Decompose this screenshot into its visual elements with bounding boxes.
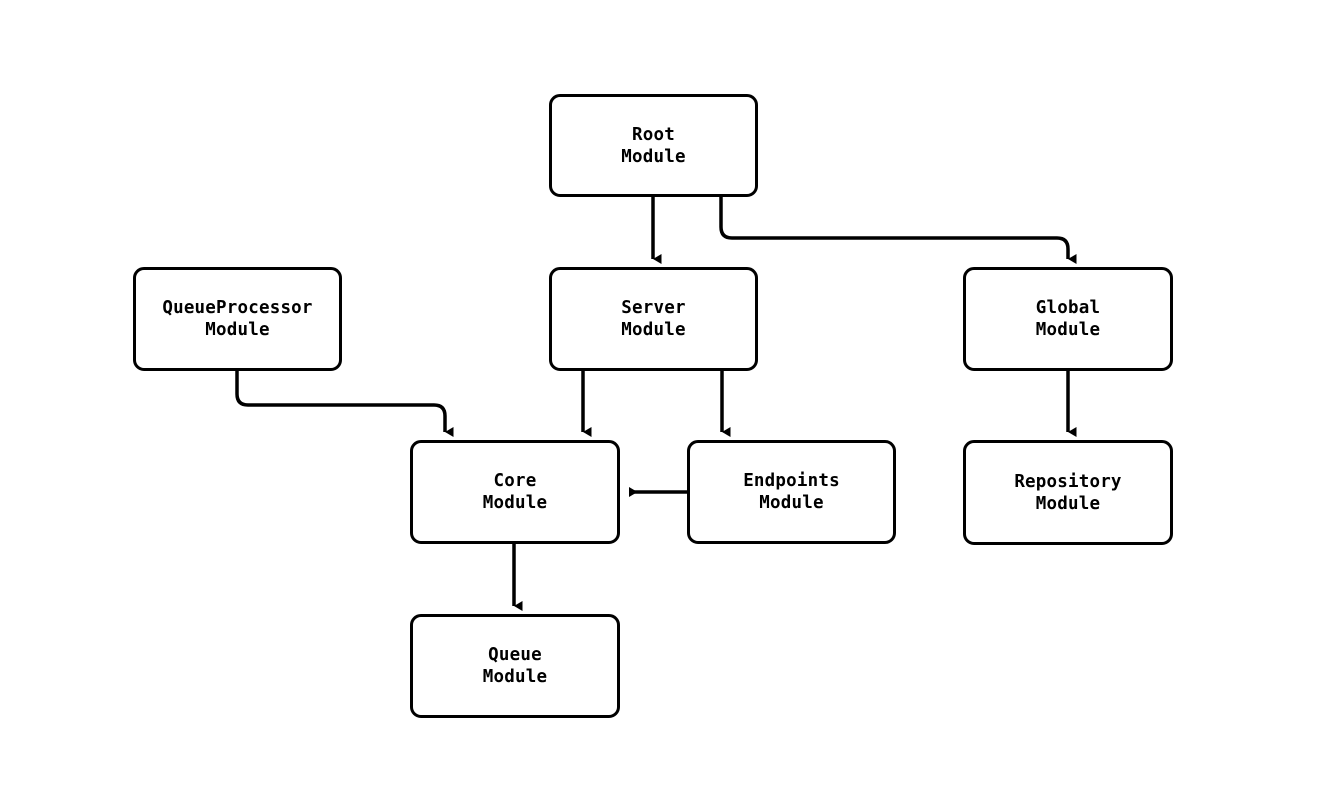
node-root[interactable]: Root Module: [549, 94, 758, 197]
node-repository[interactable]: Repository Module: [963, 440, 1173, 545]
node-server-suffix: Module: [621, 320, 686, 340]
node-global-suffix: Module: [1035, 320, 1101, 340]
node-global-name: Global: [1035, 298, 1101, 318]
node-server[interactable]: Server Module: [549, 267, 758, 371]
node-repository-suffix: Module: [1035, 493, 1101, 514]
node-queueprocessor[interactable]: QueueProcessor Module: [133, 267, 342, 371]
node-queue-name: Queue: [488, 645, 542, 665]
node-root-suffix: Module: [621, 146, 686, 167]
node-core[interactable]: Core Module: [410, 440, 620, 544]
node-core-suffix: Module: [482, 493, 548, 513]
node-global[interactable]: Global Module: [963, 267, 1173, 371]
node-repository-name: Repository: [1014, 471, 1122, 492]
node-root-name: Root: [632, 124, 675, 145]
node-server-name: Server: [621, 298, 686, 318]
node-queue-suffix: Module: [482, 667, 548, 687]
node-endpoints-suffix: Module: [759, 493, 824, 513]
node-queue[interactable]: Queue Module: [410, 614, 620, 718]
node-queueprocessor-name: QueueProcessor: [162, 298, 313, 318]
edge-queueprocessor-to-core: [235, 371, 454, 437]
edge-root-to-global: [719, 197, 1077, 264]
node-queueprocessor-suffix: Module: [205, 320, 270, 340]
node-core-name: Core: [493, 471, 537, 491]
node-endpoints[interactable]: Endpoints Module: [687, 440, 896, 544]
node-endpoints-name: Endpoints: [743, 471, 840, 491]
